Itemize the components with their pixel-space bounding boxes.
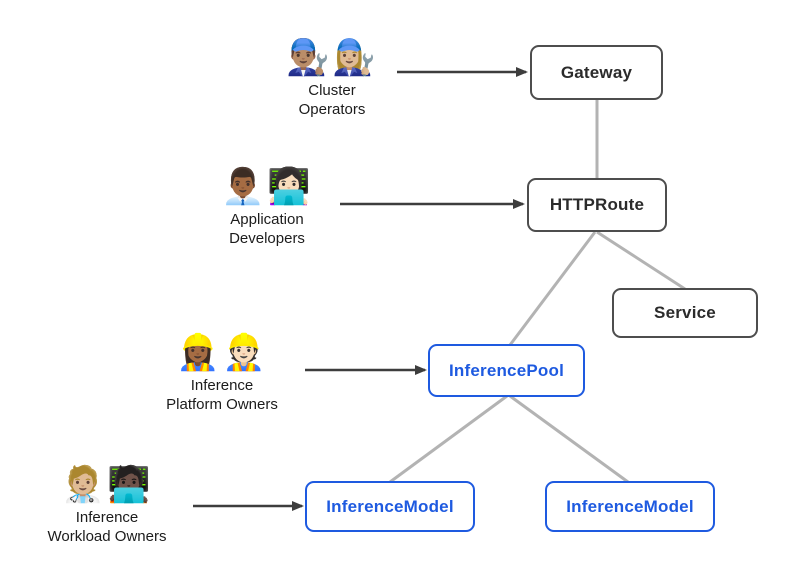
node-gateway: Gateway <box>530 45 663 100</box>
node-service-label: Service <box>654 303 716 322</box>
node-httproute-label: HTTPRoute <box>549 195 645 214</box>
persona-inference-platform-owners: 👷🏾‍♀️👷🏻 Inference Platform Owners <box>137 331 307 414</box>
persona-inference-workload-owners-label: Inference Workload Owners <box>47 509 167 545</box>
edge-httproute-service <box>596 230 686 291</box>
edge-inferencepool-inferencemodel-right <box>509 394 629 484</box>
node-inferencemodel-right: InferenceModel <box>545 481 715 532</box>
node-inferencemodel-left: InferenceModel <box>305 481 475 532</box>
persona-inference-workload-owners: 🧑🏼‍⚕️🧑🏿‍💻 Inference Workload Owners <box>22 463 192 546</box>
persona-application-developers: 👨🏾‍💼👩🏻‍💻 Application Developers <box>182 165 352 248</box>
node-inferencemodel-right-label: InferenceModel <box>566 496 694 516</box>
node-httproute: HTTPRoute <box>527 178 667 232</box>
edge-httproute-inferencepool <box>508 231 597 346</box>
edge-inferencepool-inferencemodel-left <box>389 394 508 484</box>
persona-cluster-operators-label: Cluster Operators <box>298 82 366 118</box>
node-inferencemodel-left-label: InferenceModel <box>326 496 454 516</box>
node-service: Service <box>612 288 758 338</box>
mechanic-emojis-icon: 👨🏽‍🔧👩🏼‍🔧 <box>286 38 378 77</box>
persona-application-developers-label: Application Developers <box>229 211 305 247</box>
node-gateway-label: Gateway <box>560 62 633 82</box>
persona-inference-platform-owners-label: Inference Platform Owners <box>166 377 278 413</box>
persona-cluster-operators: 👨🏽‍🔧👩🏼‍🔧 Cluster Operators <box>247 36 417 119</box>
construction-worker-emojis-icon: 👷🏾‍♀️👷🏻 <box>176 333 268 372</box>
node-inferencepool: InferencePool <box>428 344 585 397</box>
node-inferencepool-label: InferencePool <box>448 360 565 380</box>
workload-owner-emojis-icon: 🧑🏼‍⚕️🧑🏿‍💻 <box>61 465 153 504</box>
developer-emojis-icon: 👨🏾‍💼👩🏻‍💻 <box>221 167 313 206</box>
